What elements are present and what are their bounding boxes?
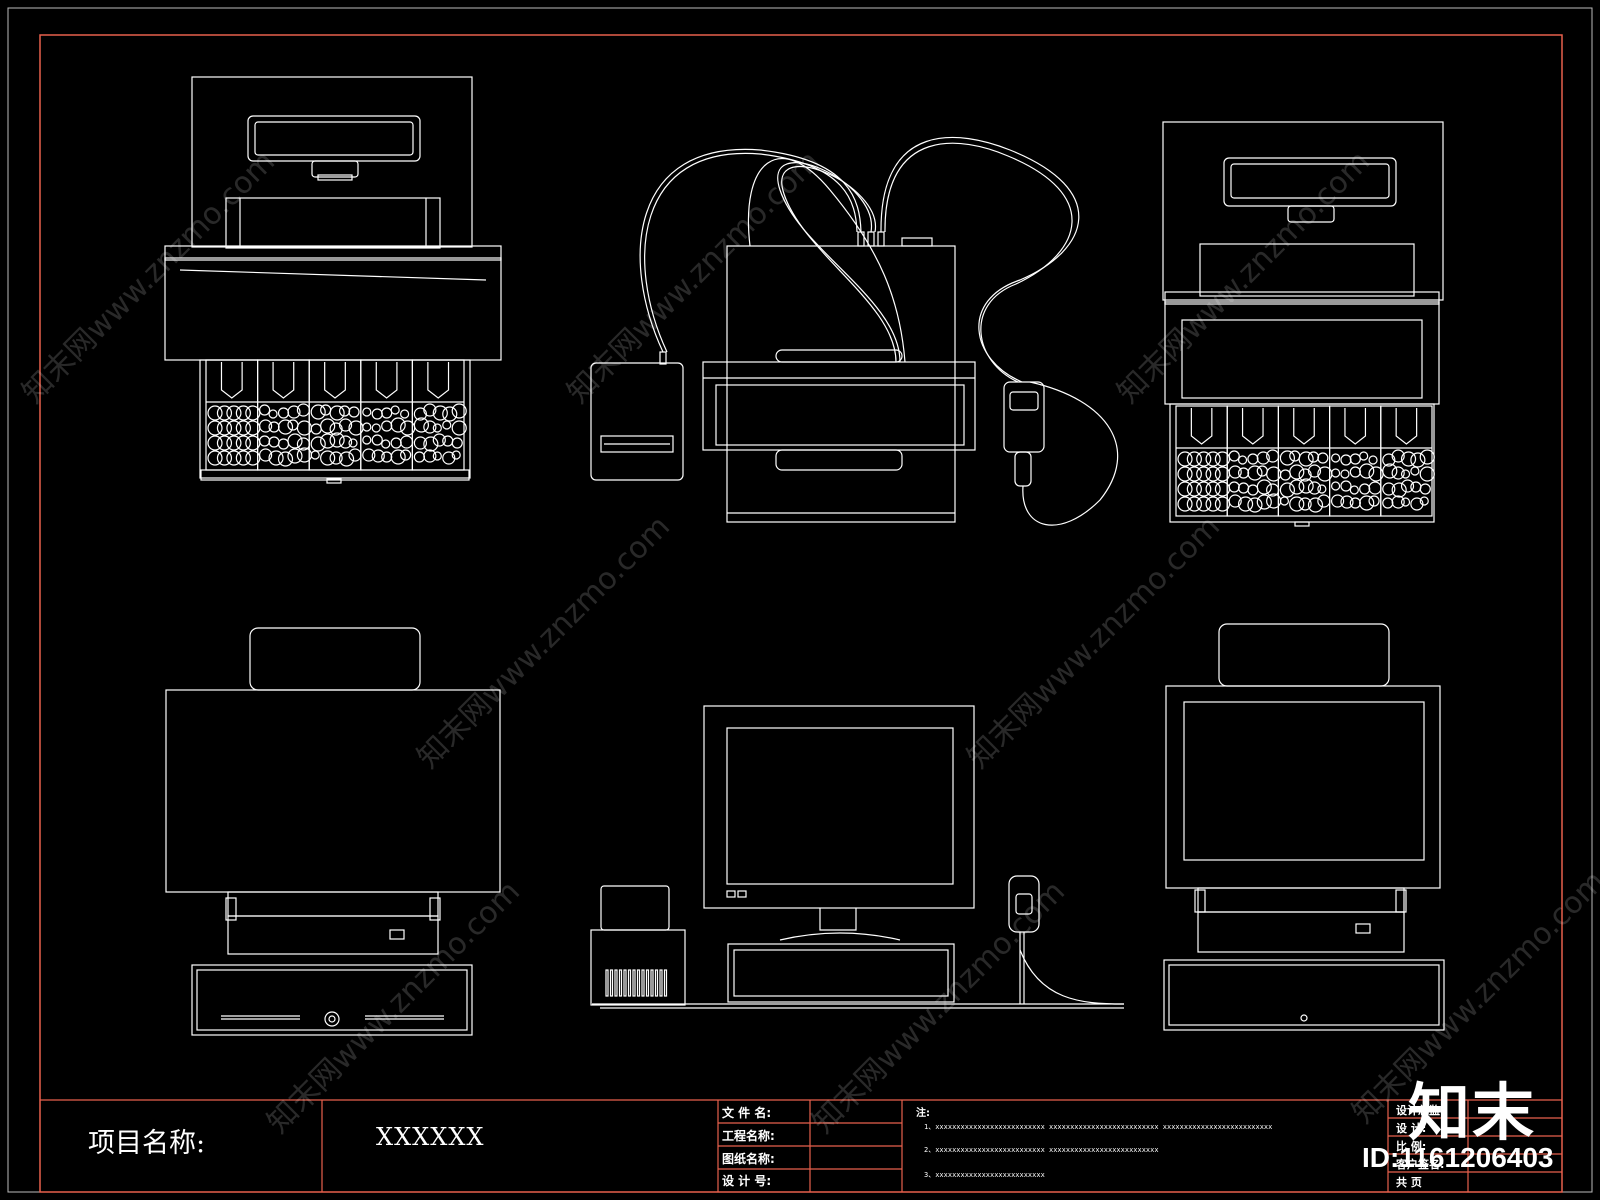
printer-vent-slot — [627, 969, 632, 997]
printer-vent-slot — [654, 969, 659, 997]
printer-vent-slot — [632, 969, 636, 997]
drawing-frame — [39, 34, 1563, 1193]
note-line-1: 1、xxxxxxxxxxxxxxxxxxxxxxxxxx xxxxxxxxxxx… — [924, 1123, 1273, 1131]
printer-vent-slot — [618, 969, 623, 997]
printer-vent-slot — [623, 969, 627, 997]
note-line-3: 3、xxxxxxxxxxxxxxxxxxxxxxxxxx — [924, 1171, 1045, 1179]
pos-front-view-center — [590, 705, 1125, 1009]
field-designer: 设 计: — [1396, 1122, 1427, 1135]
brand-logo-text: 知末 — [1408, 1076, 1537, 1149]
field-design-director: 设计总监: — [1396, 1104, 1445, 1117]
printer-vent-slot — [659, 969, 663, 997]
project-name-label: 项目名称: — [88, 1128, 206, 1159]
printer-vent-slot — [641, 969, 645, 997]
note-line-2: 2、xxxxxxxxxxxxxxxxxxxxxxxxxx xxxxxxxxxxx… — [924, 1146, 1159, 1154]
notes-title: 注: — [916, 1108, 930, 1119]
field-drawing-name: 图纸名称: — [722, 1152, 775, 1166]
printer-vent-slot — [645, 969, 650, 997]
printer-vent-slot — [609, 969, 614, 997]
pos-system-cabled — [590, 136, 1119, 526]
field-total-pages: 共 页 — [1396, 1176, 1422, 1189]
printer-vent-slot — [650, 969, 654, 997]
title-block — [40, 1099, 1562, 1192]
pos-front-view-right — [1163, 623, 1445, 1031]
pos-back-view-left — [165, 627, 501, 1036]
pos-top-view-left — [164, 76, 502, 484]
drawer-bin — [1380, 405, 1435, 517]
field-scale: 比 例: — [1396, 1140, 1427, 1153]
printer-vent-slot — [614, 969, 618, 997]
field-client-signature: 客户签名: — [1396, 1158, 1445, 1171]
printer-vent-slot — [605, 969, 609, 997]
pos-top-view-right — [1162, 121, 1444, 527]
field-design-number: 设 计 号: — [722, 1174, 772, 1188]
field-project-name: 工程名称: — [722, 1129, 775, 1143]
project-name-value: XXXXXX — [376, 1123, 485, 1151]
printer-vent-slot — [636, 969, 641, 997]
field-file-name: 文 件 名: — [722, 1106, 772, 1120]
printer-vent-slot — [663, 969, 668, 997]
asset-id: ID:1161206403 — [1362, 1142, 1554, 1173]
